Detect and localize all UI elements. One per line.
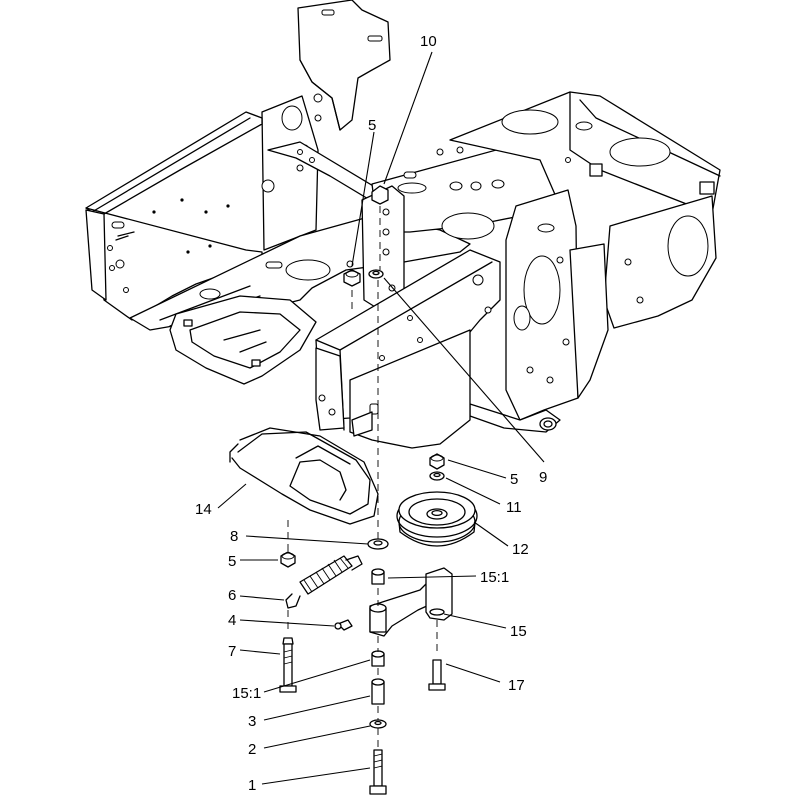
callout-17: 17: [508, 677, 525, 694]
grease-fitting-4: [334, 619, 353, 631]
callout-2: 2: [248, 741, 256, 758]
pulley-assembly: [396, 453, 478, 547]
mower-frame: [85, 0, 721, 449]
callout-15: 15: [510, 623, 527, 640]
callout-11: 11: [506, 499, 522, 516]
callout-8: 8: [230, 528, 238, 545]
flange-nut-5: [429, 453, 445, 470]
bushing-15-1-upper: [371, 568, 385, 585]
leader-lines: [217, 51, 545, 785]
drive-belt-14: [229, 427, 379, 525]
callout-labels: 10 5 9 5 11 14 12 8 5 15:1 6 4 15 7 15:1…: [195, 33, 547, 794]
idler-arm-stack: [334, 538, 453, 795]
bushing-15-1-lower: [371, 650, 385, 667]
flange-nut-upper-5: [343, 269, 361, 312]
callout-14: 14: [195, 501, 212, 518]
callout-5-left: 5: [228, 553, 236, 570]
idler-pulley-12: [396, 491, 478, 547]
callout-6: 6: [228, 587, 236, 604]
bolt-1: [369, 749, 387, 795]
callout-1: 1: [248, 777, 256, 794]
shoulder-bolt-10: [371, 185, 389, 270]
flange-nut-5-left: [280, 551, 296, 568]
idler-arm-15: [369, 567, 453, 637]
callout-9: 9: [539, 469, 547, 486]
callout-15-1-upper: 15:1: [480, 569, 509, 586]
washer-8: [367, 538, 389, 550]
washer-9: [368, 269, 384, 279]
callout-7: 7: [228, 643, 236, 660]
washer-2: [369, 719, 387, 729]
bolt-17: [428, 620, 446, 691]
callout-4: 4: [228, 612, 236, 629]
spacer-3: [371, 678, 385, 705]
carriage-bolt-7: [279, 637, 297, 693]
callout-3: 3: [248, 713, 256, 730]
extension-spring-6: [285, 555, 363, 609]
callout-15-1-lower: 15:1: [232, 685, 261, 702]
washer-11: [429, 471, 445, 481]
callout-5-upper: 5: [368, 117, 376, 134]
spring-group: [279, 520, 363, 693]
callout-10: 10: [420, 33, 437, 50]
callout-5-pulley: 5: [510, 471, 518, 488]
callout-12: 12: [512, 541, 529, 558]
